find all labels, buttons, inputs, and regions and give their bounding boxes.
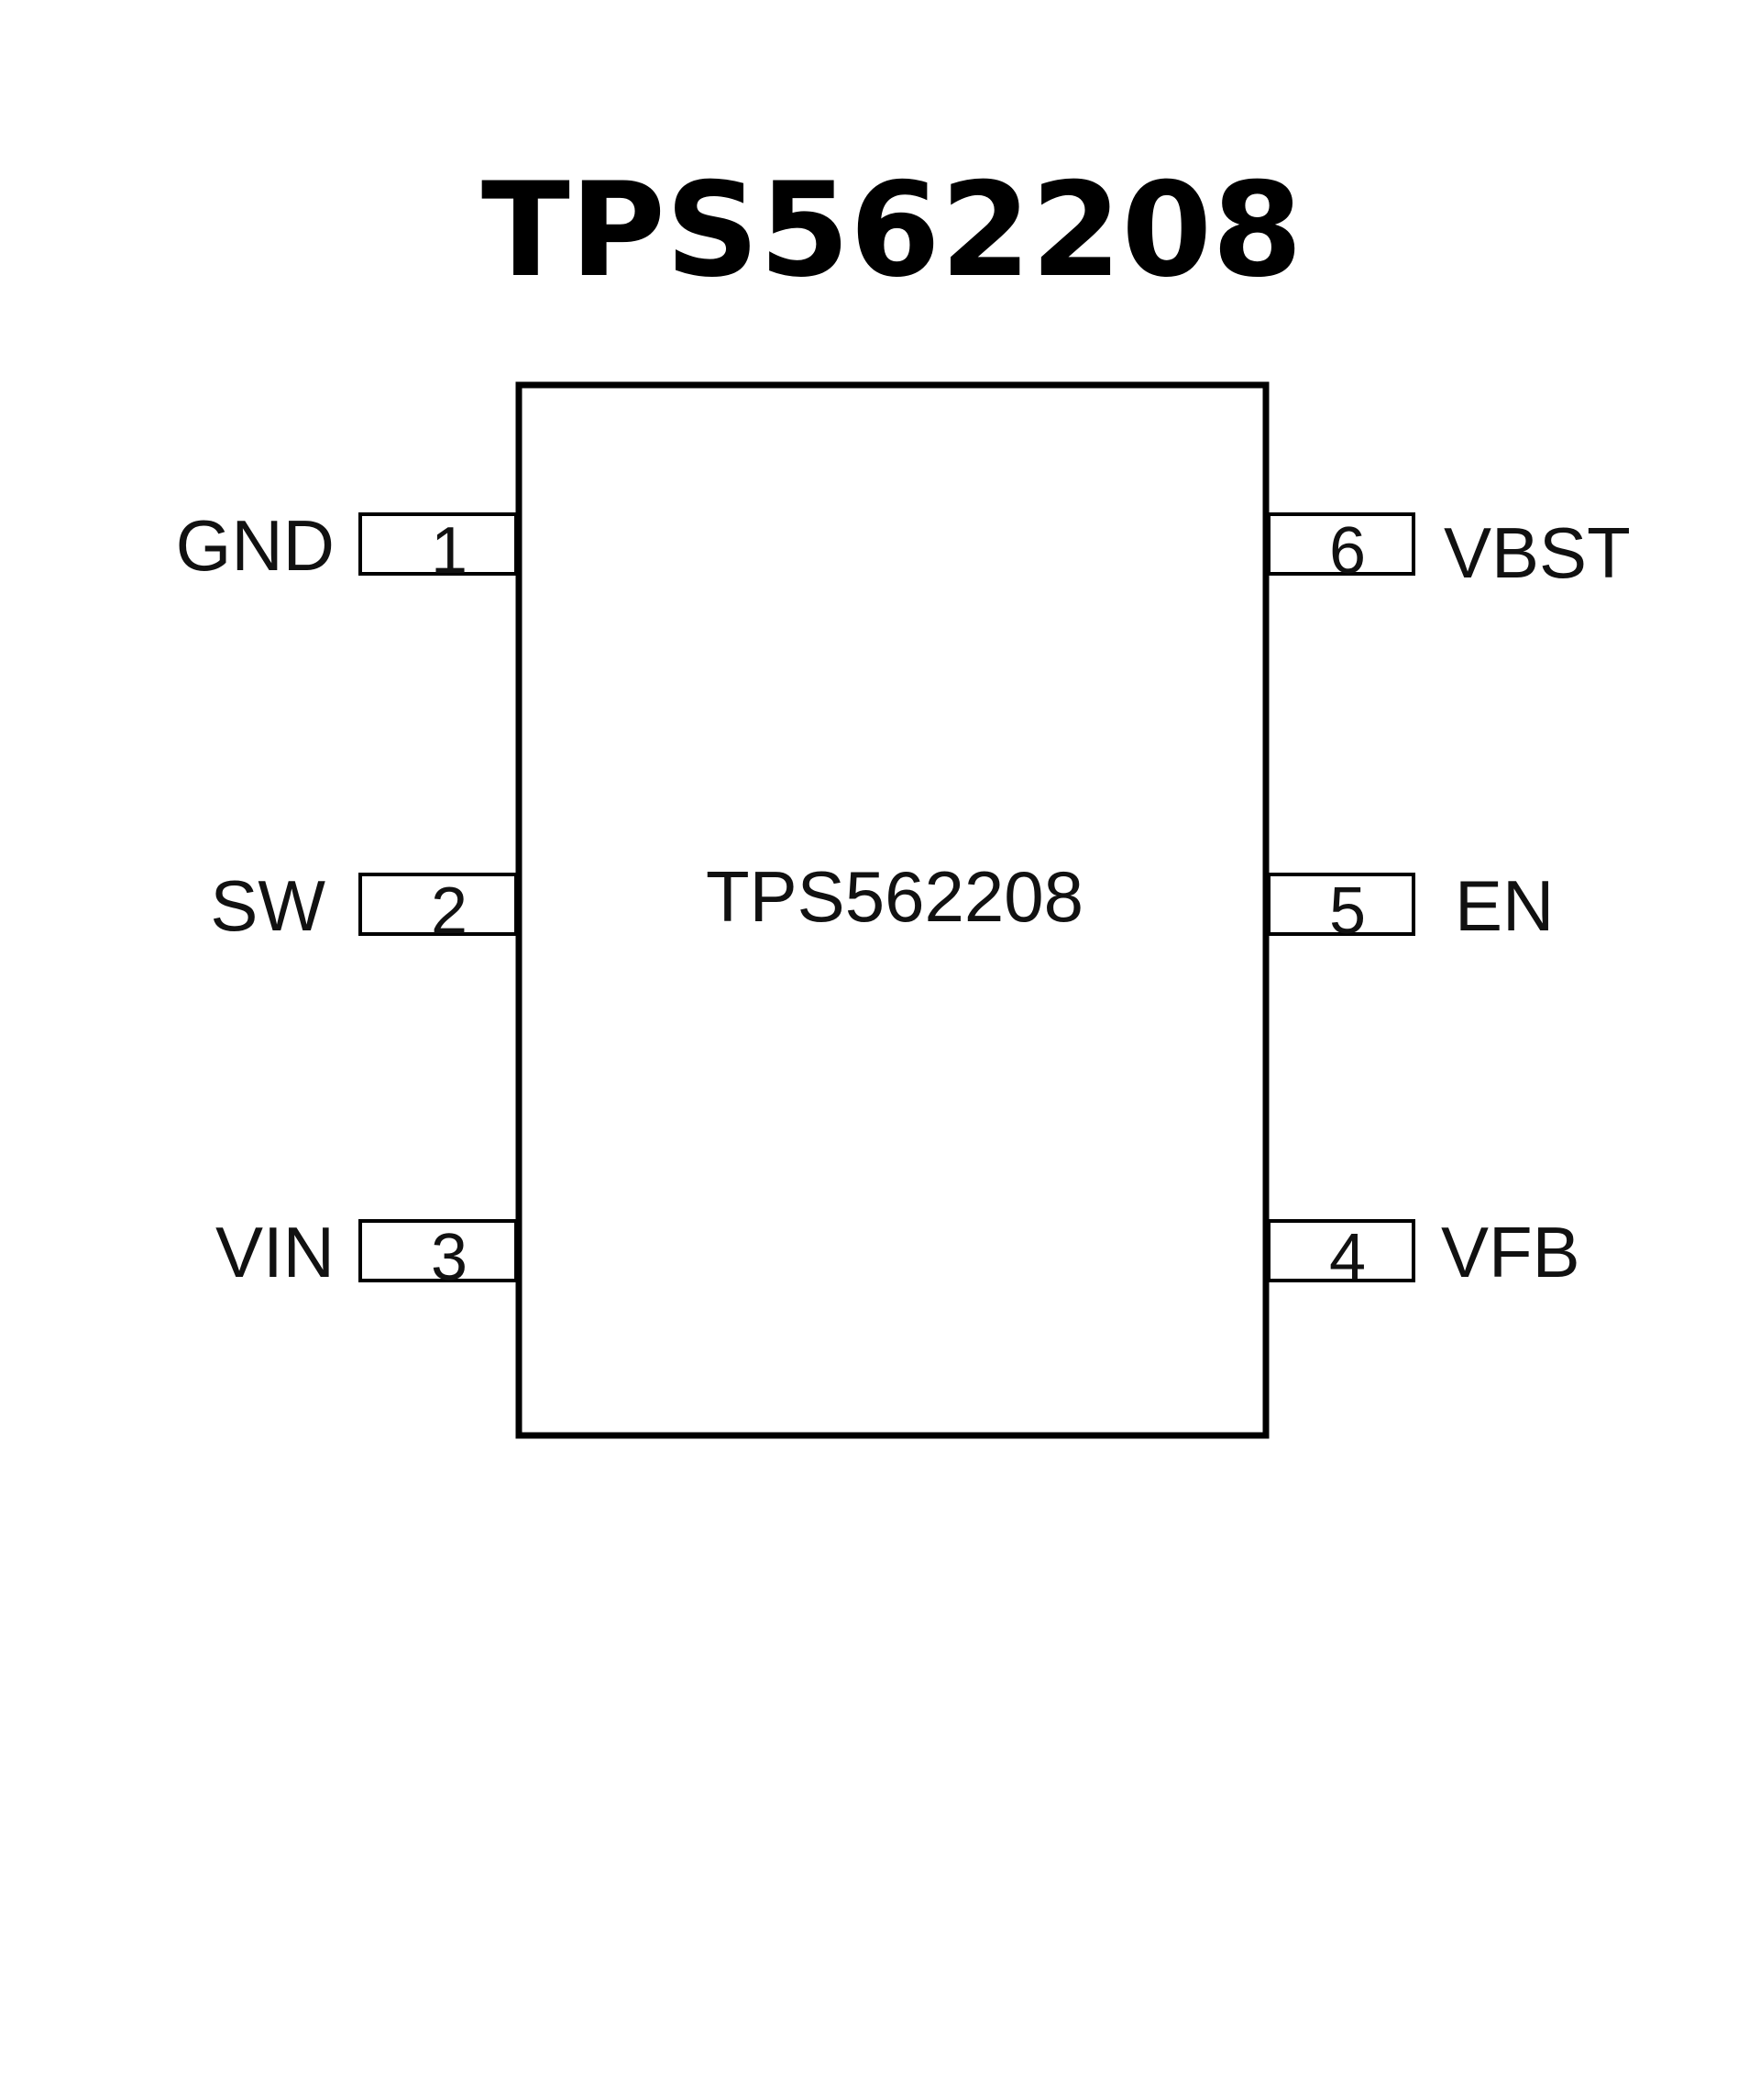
pin-4-number: 4: [1329, 1221, 1366, 1294]
pin-4-name: VFB: [1441, 1212, 1580, 1292]
pin-2-pad: [358, 873, 518, 936]
pin-3: 3 VIN: [215, 1212, 518, 1294]
pin-6-number: 6: [1329, 514, 1366, 588]
pin-2-number: 2: [431, 874, 468, 948]
pin-6-name: VBST: [1444, 512, 1631, 593]
pin-4-pad: [1267, 1219, 1415, 1282]
pin-2: 2 SW: [210, 865, 518, 948]
chip-label: TPS562208: [706, 856, 1084, 937]
pin-5: 5 EN: [1267, 865, 1554, 948]
pin-6-pad: [1267, 512, 1415, 576]
pin-3-name: VIN: [215, 1212, 335, 1292]
pin-4: 4 VFB: [1267, 1212, 1580, 1294]
pin-1: 1 GND: [176, 505, 518, 588]
pin-1-pad: [358, 512, 518, 576]
pin-5-name: EN: [1455, 865, 1554, 946]
pin-5-number: 5: [1329, 874, 1366, 948]
pin-3-number: 3: [431, 1221, 468, 1294]
diagram-title: TPS562208: [481, 155, 1303, 306]
pin-5-pad: [1267, 873, 1415, 936]
chip-body: [515, 381, 1270, 1439]
pin-1-number: 1: [431, 514, 468, 588]
pin-6: 6 VBST: [1267, 512, 1631, 593]
pin-2-name: SW: [210, 865, 325, 946]
pin-1-name: GND: [176, 505, 335, 586]
pin-3-pad: [358, 1219, 518, 1282]
